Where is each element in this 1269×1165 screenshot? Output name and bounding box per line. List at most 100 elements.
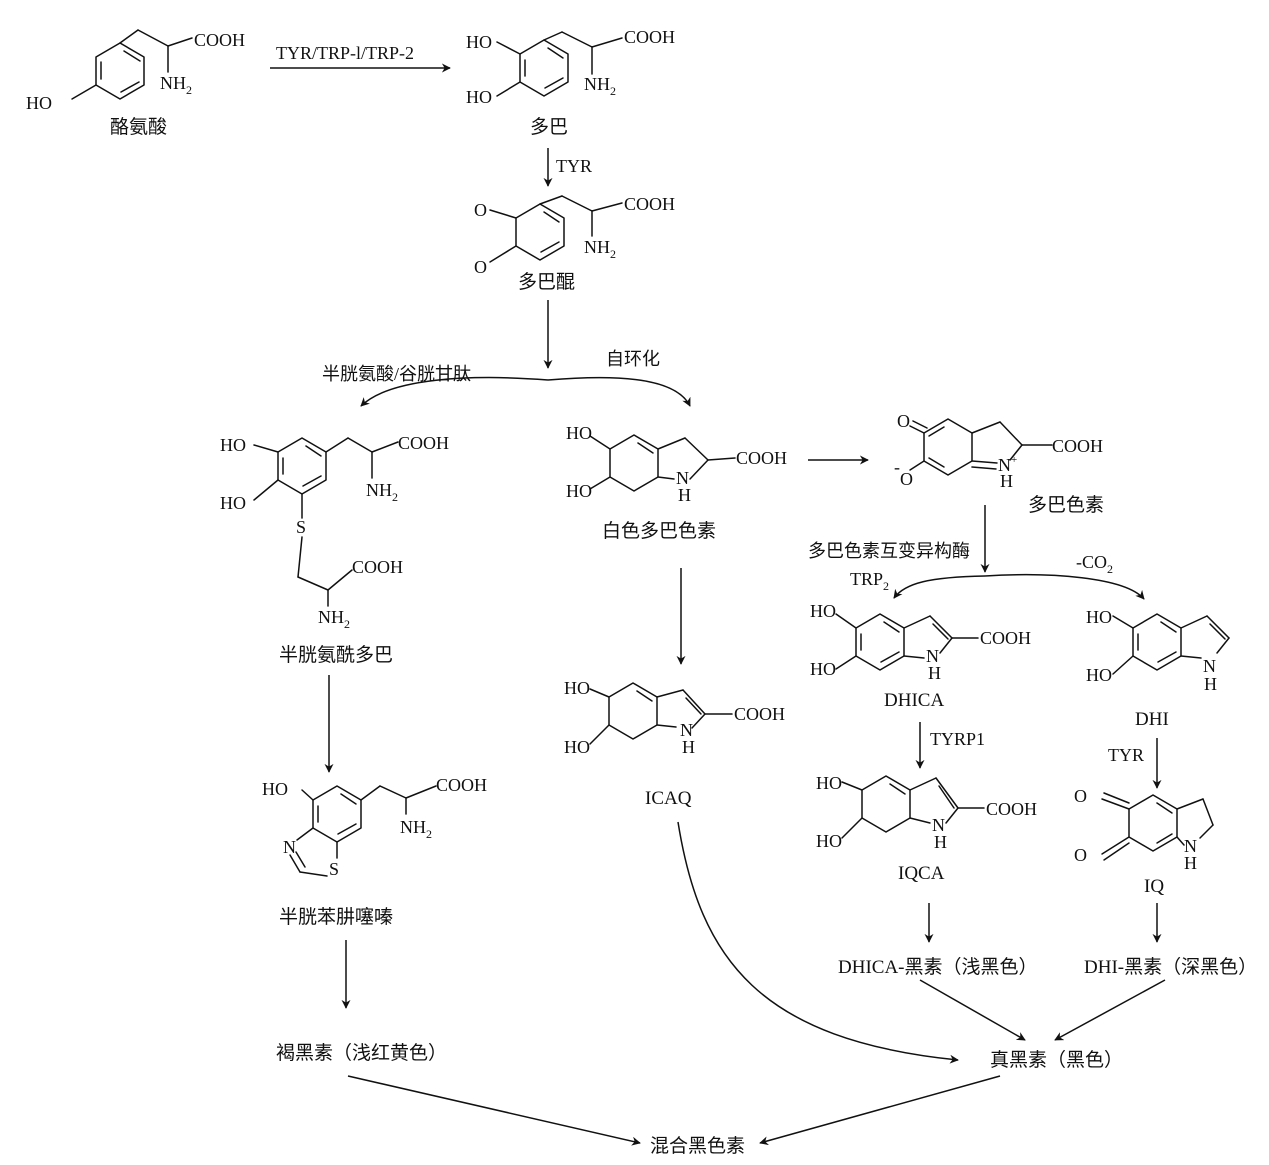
cysteinyldopa-ho-top: HO [220, 435, 246, 455]
tyrosine-ho: HO [26, 93, 52, 113]
label-dhica: DHICA [884, 690, 945, 711]
benzothiazine-s: S [329, 859, 340, 879]
label-mixed-melanin: 混合黑色素 [650, 1136, 746, 1157]
leuco-ho-bottom: HO [566, 481, 592, 501]
dopa-ho-top: HO [466, 32, 492, 52]
icaq-h: H [682, 737, 695, 757]
leuco-cooh: COOH [736, 448, 788, 468]
enzyme-tyr-trp: TYR/TRP-l/TRP-2 [276, 43, 415, 63]
dhica-h: H [928, 663, 941, 683]
dopaquinone-structure [489, 195, 623, 263]
enzyme-self-cyclization: 自环化 [606, 349, 660, 369]
enzyme-dopachrome-tautomerase: 多巴色素互变异构酶 [808, 541, 970, 561]
tyrosine-cooh: COOH [194, 30, 246, 50]
decarboxylation-label: -CO2 [1076, 552, 1113, 576]
dopachrome-o-minus-sign: - [894, 457, 900, 477]
dhica-cooh: COOH [980, 628, 1032, 648]
dopachrome-o-anion: O [900, 469, 913, 489]
leuco-h: H [678, 485, 691, 505]
cysteinyldopa-cooh: COOH [398, 433, 450, 453]
label-dopa: 多巴 [530, 117, 569, 138]
iqca-structure [841, 775, 985, 839]
dopaquinone-nh2: NH2 [584, 237, 616, 261]
dopa-nh2: NH2 [584, 74, 616, 98]
dopachrome-cooh: COOH [1052, 436, 1104, 456]
iqca-h: H [934, 832, 947, 852]
label-dopaquinone: 多巴醌 [518, 272, 576, 293]
dopachrome-o-carbonyl: O [897, 411, 910, 431]
label-cysteinylbenzothiazine: 半胱苯肼噻嗪 [279, 907, 394, 928]
icaq-structure [589, 682, 733, 745]
iqca-n: N [932, 815, 945, 835]
cysteinyl-cooh: COOH [352, 557, 404, 577]
dopaquinone-o-bottom: O [474, 257, 487, 277]
cysteinyldopa-s: S [296, 517, 307, 537]
label-tyrosine: 酪氨酸 [110, 117, 168, 138]
dopachrome-h: H [1000, 471, 1013, 491]
arrow-dhi-melanin-to-eumelanin [1054, 979, 1166, 1041]
icaq-n: N [680, 720, 693, 740]
benzothiazine-cooh: COOH [436, 775, 488, 795]
iq-n: N [1184, 836, 1197, 856]
benzothiazine-n: N [283, 837, 296, 857]
icaq-ho-top: HO [564, 678, 590, 698]
enzyme-tyrp1: TYRP1 [930, 729, 986, 749]
arrow-dhica-melanin-to-eumelanin [919, 979, 1026, 1041]
tyrosine-nh2: NH2 [160, 73, 192, 97]
cysteinyldopa-ho-bottom: HO [220, 493, 246, 513]
iqca-ho-bottom: HO [816, 831, 842, 851]
dopa-ho-bottom: HO [466, 87, 492, 107]
dhi-ho-top: HO [1086, 607, 1112, 627]
iqca-ho-top: HO [816, 773, 842, 793]
label-dhi: DHI [1135, 709, 1169, 730]
arrow-pheomelanin-to-mixed [347, 1075, 641, 1146]
enzyme-tyr-dhi: TYR [1108, 745, 1144, 765]
label-dopachrome: 多巴色素 [1028, 495, 1105, 516]
label-icaq: ICAQ [645, 788, 692, 809]
icaq-cooh: COOH [734, 704, 786, 724]
label-cysteinyldopa: 半胱氨酰多巴 [279, 645, 394, 666]
icaq-ho-bottom: HO [564, 737, 590, 757]
dopa-cooh: COOH [624, 27, 676, 47]
dopa-structure [496, 31, 623, 97]
arrow-tautomerase [893, 575, 986, 599]
iq-structure [1101, 792, 1214, 861]
benzothiazine-ho: HO [262, 779, 288, 799]
cysteinyldopa-structure [253, 437, 399, 607]
dhi-n: N [1203, 656, 1216, 676]
dhica-ho-top: HO [810, 601, 836, 621]
label-iq: IQ [1144, 876, 1165, 897]
dhica-structure [835, 613, 979, 671]
dhica-ho-bottom: HO [810, 659, 836, 679]
label-dhi-melanin: DHI-黑素（深黑色） [1084, 957, 1258, 978]
iq-o-bottom: O [1074, 845, 1087, 865]
dhica-n: N [926, 646, 939, 666]
dopachrome-n: N+ [998, 454, 1018, 475]
dopachrome-structure [909, 418, 1053, 476]
arrow-eumelanin-to-mixed [759, 1075, 1001, 1146]
enzyme-trp2: TRP2 [850, 569, 890, 593]
dhi-h: H [1204, 674, 1217, 694]
label-eumelanin: 真黑素（黑色） [990, 1050, 1124, 1071]
label-pheomelanin: 褐黑素（浅红黄色） [276, 1043, 448, 1064]
enzyme-cysteine-glutathione: 半胱氨酸/谷胱甘肽 [322, 364, 472, 384]
iq-o-top: O [1074, 786, 1087, 806]
leuco-ho-top: HO [566, 423, 592, 443]
arrow-branch-left [360, 376, 549, 407]
arrow-branch-right [547, 376, 691, 407]
iqca-cooh: COOH [986, 799, 1038, 819]
label-dhica-melanin: DHICA-黑素（浅黑色） [838, 957, 1038, 978]
tyrosine-structure [71, 29, 193, 100]
leucodopachrome-structure [589, 434, 736, 492]
cysteinyl-nh2: NH2 [318, 607, 350, 631]
label-leucodopachrome: 白色多巴色素 [602, 521, 717, 542]
label-iqca: IQCA [898, 863, 945, 884]
dopaquinone-o-top: O [474, 200, 487, 220]
dhi-ho-bottom: HO [1086, 665, 1112, 685]
iq-h: H [1184, 853, 1197, 873]
benzothiazine-nh2: NH2 [400, 817, 432, 841]
leuco-n: N [676, 468, 689, 488]
arrow-icaq-to-eumelanin [677, 821, 959, 1064]
